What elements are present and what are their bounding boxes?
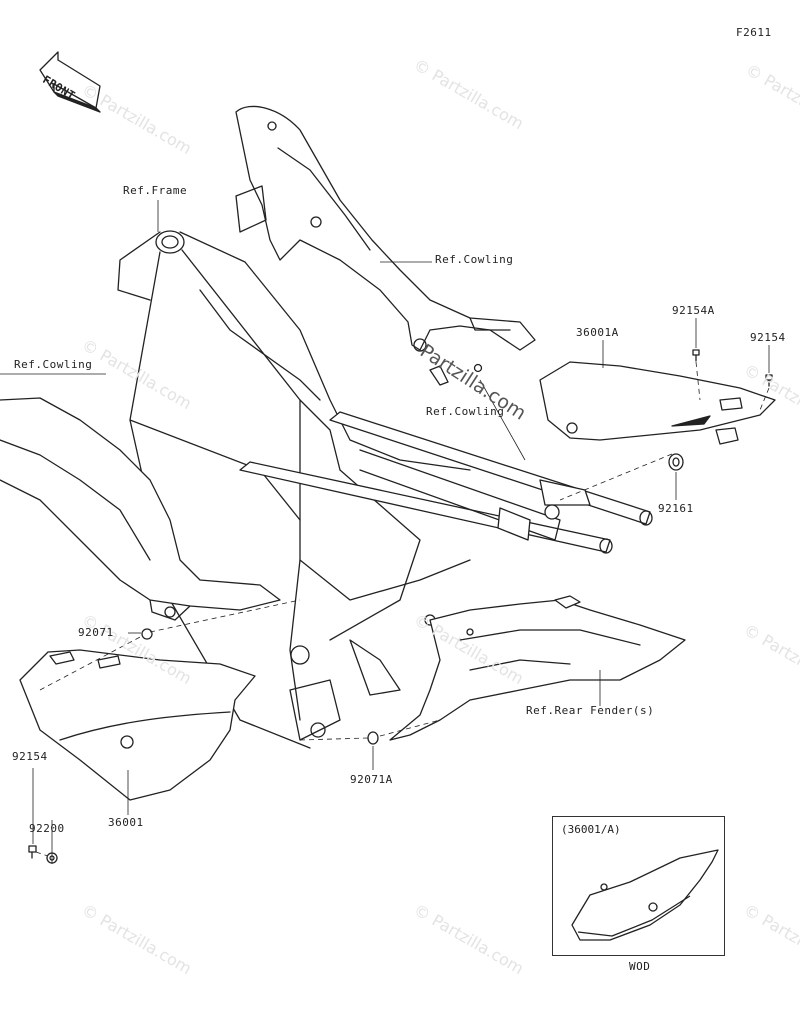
part-number-92154-right: 92154 [750,331,786,344]
label-ref-cowling-top: Ref.Cowling [435,253,514,266]
left-cowling [0,397,281,621]
label-ref-cowling-mid: Ref.Cowling [426,405,505,418]
part-number-92071: 92071 [78,626,114,639]
grommet-92161-icon [668,453,684,471]
frame [117,230,653,749]
bolt-92154A-icon [692,349,700,362]
leader-lines [0,200,770,864]
part-number-92154-left: 92154 [12,750,48,763]
side-cover-36001 [19,649,256,801]
part-number-92161: 92161 [658,502,694,515]
inset-side-cover [571,849,719,941]
part-number-92154A: 92154A [672,304,715,317]
bolt-92154-right-icon [765,374,773,387]
side-cover-36001A [539,361,776,445]
part-number-36001: 36001 [108,816,144,829]
rear-fender [389,595,686,741]
collar-92071-icon [141,628,153,640]
top-cowling [235,105,536,386]
inset-caption: WOD [629,960,651,973]
collar-92071A-icon [367,731,379,745]
bolt-92154-left-icon [28,845,37,859]
inset-title: (36001/A) [561,823,621,836]
assembly-dashes [35,361,770,857]
variant-inset: (36001/A) [552,816,725,956]
figure-code: F2611 [736,26,772,39]
part-number-36001A: 36001A [576,326,619,339]
part-number-92071A: 92071A [350,773,393,786]
front-arrow-icon [39,51,101,113]
part-number-92200: 92200 [29,822,65,835]
label-ref-frame: Ref.Frame [123,184,188,197]
label-ref-rear-fender: Ref.Rear Fender(s) [526,704,655,717]
label-ref-cowling-left: Ref.Cowling [14,358,93,371]
